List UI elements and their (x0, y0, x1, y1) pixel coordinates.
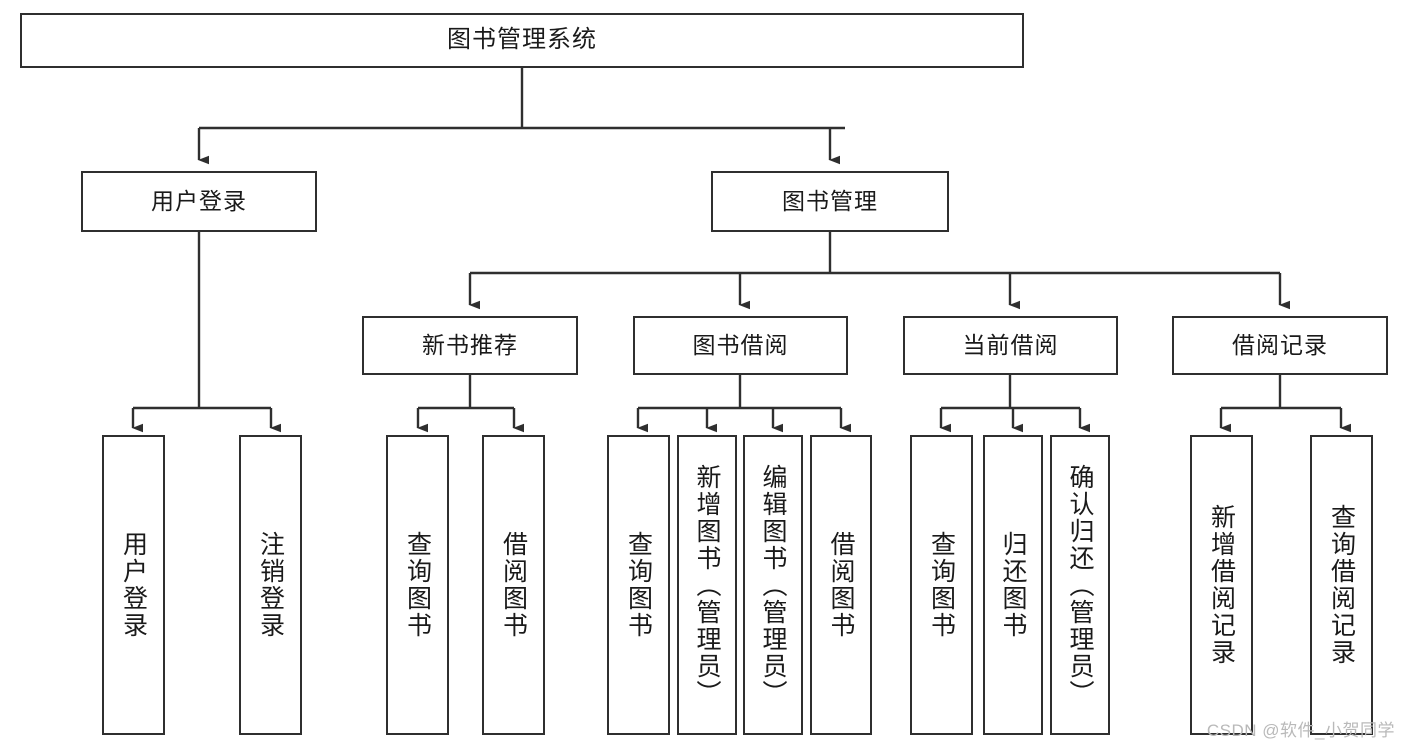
node-current-borrow[interactable]: 当前借阅 (903, 316, 1118, 375)
node-label: 借阅记录 (1232, 331, 1328, 358)
node-label: 归还图书 (999, 531, 1027, 639)
node-label: 确认归还（管理员） (1066, 463, 1094, 707)
leaf-query-book-recommend[interactable]: 查询图书 (386, 435, 449, 735)
node-label: 借阅图书 (827, 531, 855, 639)
leaf-user-login[interactable]: 用户登录 (102, 435, 165, 735)
node-book-management[interactable]: 图书管理 (711, 171, 949, 232)
node-book-management-system[interactable]: 图书管理系统 (20, 13, 1024, 68)
node-label: 查询图书 (927, 531, 956, 639)
node-borrow-record[interactable]: 借阅记录 (1172, 316, 1388, 375)
leaf-add-book-admin[interactable]: 新增图书（管理员） (677, 435, 737, 735)
node-label: 用户登录 (119, 531, 148, 639)
csdn-watermark: CSDN @软件_小贺同学 (1206, 721, 1395, 740)
node-label: 当前借阅 (962, 331, 1059, 358)
node-label: 图书管理 (782, 187, 878, 214)
node-user-login[interactable]: 用户登录 (81, 171, 317, 232)
node-label: 查询借阅记录 (1327, 504, 1356, 666)
node-label: 注销登录 (256, 531, 285, 639)
node-label: 新增图书（管理员） (693, 463, 721, 707)
node-new-book-recommend[interactable]: 新书推荐 (362, 316, 578, 375)
node-label: 查询图书 (403, 531, 432, 639)
leaf-return-book[interactable]: 归还图书 (983, 435, 1043, 735)
leaf-add-borrow-record[interactable]: 新增借阅记录 (1190, 435, 1253, 735)
node-book-borrow[interactable]: 图书借阅 (633, 316, 848, 375)
node-label: 用户登录 (151, 187, 247, 214)
node-label: 编辑图书（管理员） (759, 463, 787, 707)
node-label: 借阅图书 (499, 531, 528, 639)
leaf-edit-book-admin[interactable]: 编辑图书（管理员） (743, 435, 803, 735)
leaf-confirm-return-admin[interactable]: 确认归还（管理员） (1050, 435, 1110, 735)
leaf-borrow-book[interactable]: 借阅图书 (810, 435, 872, 735)
node-label: 查询图书 (624, 531, 653, 639)
node-label: 新增借阅记录 (1207, 504, 1236, 666)
leaf-query-borrow-record[interactable]: 查询借阅记录 (1310, 435, 1373, 735)
leaf-borrow-book-recommend[interactable]: 借阅图书 (482, 435, 545, 735)
node-label: 新书推荐 (422, 331, 518, 358)
leaf-query-book-current[interactable]: 查询图书 (910, 435, 973, 735)
leaf-query-book-borrow[interactable]: 查询图书 (607, 435, 670, 735)
leaf-user-logout[interactable]: 注销登录 (239, 435, 302, 735)
node-label: 图书借阅 (692, 331, 789, 358)
node-label: 图书管理系统 (447, 26, 597, 54)
